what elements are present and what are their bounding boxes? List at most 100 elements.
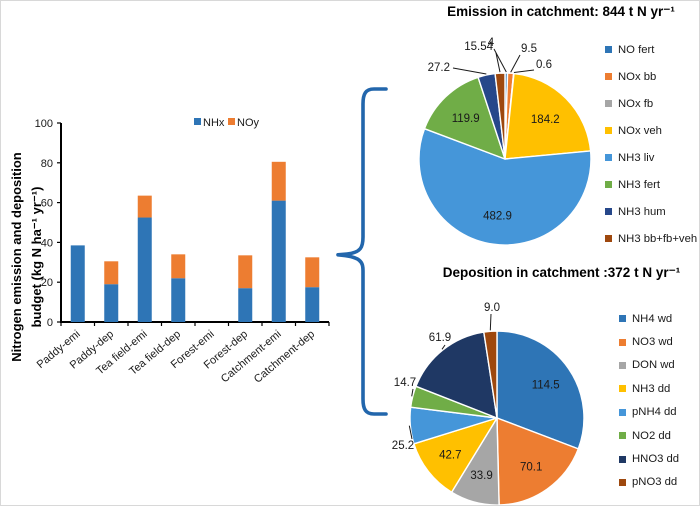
legend-swatch <box>619 408 626 416</box>
legend-item-pNH4 dd: pNH4 dd <box>619 401 679 424</box>
legend-swatch <box>605 154 612 161</box>
pie-slice-HNO3 dd <box>415 331 498 419</box>
y-axis-tick-label: 40 <box>41 237 53 249</box>
legend-swatch <box>619 385 626 393</box>
legend-label: NH3 dd <box>632 382 671 395</box>
pie-leader-line-NO fert <box>493 48 507 73</box>
bar-legend-swatch-NOy <box>228 118 235 125</box>
pie-value-label-NH4 wd: 114.5 <box>532 379 560 391</box>
pie-slice-NO3 wd <box>496 417 579 505</box>
pie-slice-pNO3 dd <box>483 330 498 419</box>
legend-item-NH3 liv: NH3 liv <box>605 144 697 171</box>
pie-value-label-NO2 dd: 14.7 <box>394 377 416 389</box>
x-category-label: Catchment-dep <box>252 328 317 386</box>
pie-value-label-NH3 fert: 119.9 <box>452 113 480 125</box>
legend-swatch <box>619 455 626 463</box>
y-axis-tick-label: 100 <box>35 118 53 130</box>
legend-label: NH3 fert <box>618 178 661 191</box>
pie-leader-line-NH3 bb+fb+veh <box>495 52 501 73</box>
legend-swatch <box>605 100 612 107</box>
pie-value-label-HNO3 dd: 61.9 <box>429 332 451 344</box>
legend-swatch <box>605 73 612 80</box>
bar-segment-NHx <box>70 245 85 322</box>
bar-segment-NOy <box>104 261 119 285</box>
pie-leader-line-NO2 dd <box>411 388 414 397</box>
legend-swatch <box>619 478 626 486</box>
legend-label: HNO3 dd <box>632 453 680 466</box>
bar-segment-NHx <box>271 200 286 322</box>
legend-item-NO2 dd: NO2 dd <box>619 424 679 447</box>
legend-item-HNO3 dd: HNO3 dd <box>619 447 679 470</box>
legend-swatch <box>619 361 626 369</box>
pie-leader-line-HNO3 dd <box>441 344 446 350</box>
legend-item-NH3 bb+fb+veh: NH3 bb+fb+veh <box>605 225 697 252</box>
legend-swatch <box>605 127 612 134</box>
bar-segment-NHx <box>238 288 253 322</box>
legend-swatch <box>605 181 612 188</box>
brace-path <box>336 87 388 416</box>
pie-value-label-NOx fb: 0.6 <box>536 59 552 71</box>
pie-value-label-NH3 liv: 482.9 <box>483 210 512 222</box>
legend-item-NOx fb: NOx fb <box>605 90 697 117</box>
curly-brace <box>336 87 388 416</box>
legend-item-NH3 hum: NH3 hum <box>605 198 697 225</box>
legend-label: NOx veh <box>618 124 662 137</box>
bar-segment-NOy <box>171 254 186 279</box>
pie-value-label-NO3 wd: 70.1 <box>520 461 542 473</box>
legend-swatch <box>605 46 612 53</box>
legend-label: DON wd <box>632 359 675 372</box>
pie-value-label-pNO3 dd: 9.0 <box>484 302 500 314</box>
pie-value-label-NO fert: 4 <box>488 37 495 49</box>
legend-swatch <box>619 338 626 346</box>
legend-label: pNO3 dd <box>632 476 678 489</box>
pie-slice-NOx veh <box>504 72 592 160</box>
bar-segment-NHx <box>137 217 152 322</box>
bar-legend-label-NOy: NOy <box>237 117 260 129</box>
legend-label: NOx fb <box>618 97 654 110</box>
pie-slice-NH3 liv <box>418 127 592 246</box>
pie-leader-line-pNH4 dd <box>408 425 413 440</box>
bar-legend-swatch-NHx <box>194 118 201 125</box>
legend-swatch <box>619 315 626 323</box>
pie-value-label-NH3 hum: 27.2 <box>428 62 450 74</box>
legend-item-NO fert: NO fert <box>605 36 697 63</box>
legend-swatch <box>605 235 612 242</box>
bar-segment-NHx <box>305 287 320 322</box>
bar-segment-NOy <box>137 195 152 218</box>
pie-slice-NH3 dd <box>413 417 498 493</box>
legend-item-NH4 wd: NH4 wd <box>619 307 679 330</box>
pie-leader-line-NOx bb <box>510 54 521 73</box>
bar-y-axis-title-line1: Nitrogen emission and deposition <box>9 152 24 362</box>
pie-slice-NH4 wd <box>496 330 585 450</box>
legend-item-NH3 fert: NH3 fert <box>605 171 697 198</box>
pie-leader-line-NH3 hum <box>452 67 487 75</box>
pie-slice-NH3 bb+fb+veh <box>494 72 506 160</box>
pie-value-label-NH3 dd: 42.7 <box>439 449 461 461</box>
y-axis-tick-label: 80 <box>41 158 53 170</box>
pie-value-label-NOx bb: 9.5 <box>521 43 537 55</box>
bar-segment-NOy <box>238 255 253 289</box>
legend-label: NH3 liv <box>618 151 655 164</box>
pie-slice-NH3 fert <box>423 76 506 160</box>
deposition-pie-chart: 114.5 70.1 33.9 42.7 25.2 14.7 61.9 9.0 <box>392 302 585 505</box>
pie-value-label-DON wd: 33.9 <box>470 470 492 482</box>
legend-swatch <box>605 208 612 215</box>
pie-leader-line-NOx fb <box>513 69 535 73</box>
pie-value-label-NH3 bb+fb+veh: 15.54 <box>464 41 493 53</box>
legend-label: NOx bb <box>618 70 657 83</box>
legend-label: NH3 bb+fb+veh <box>618 232 698 245</box>
legend-label: NO3 wd <box>632 336 673 349</box>
bar-segment-NOy <box>305 257 320 288</box>
legend-item-NOx bb: NOx bb <box>605 63 697 90</box>
legend-label: NH4 wd <box>632 312 673 325</box>
pie-leader-line-pNO3 dd <box>489 313 492 331</box>
y-axis-tick-label: 60 <box>41 198 53 210</box>
y-axis-tick-label: 20 <box>41 277 53 289</box>
pie-value-label-NOx veh: 184.2 <box>531 114 560 126</box>
bar-segment-NHx <box>104 284 119 322</box>
pie-value-label-pNH4 dd: 25.2 <box>392 440 414 452</box>
bar-segment-NHx <box>171 278 186 322</box>
